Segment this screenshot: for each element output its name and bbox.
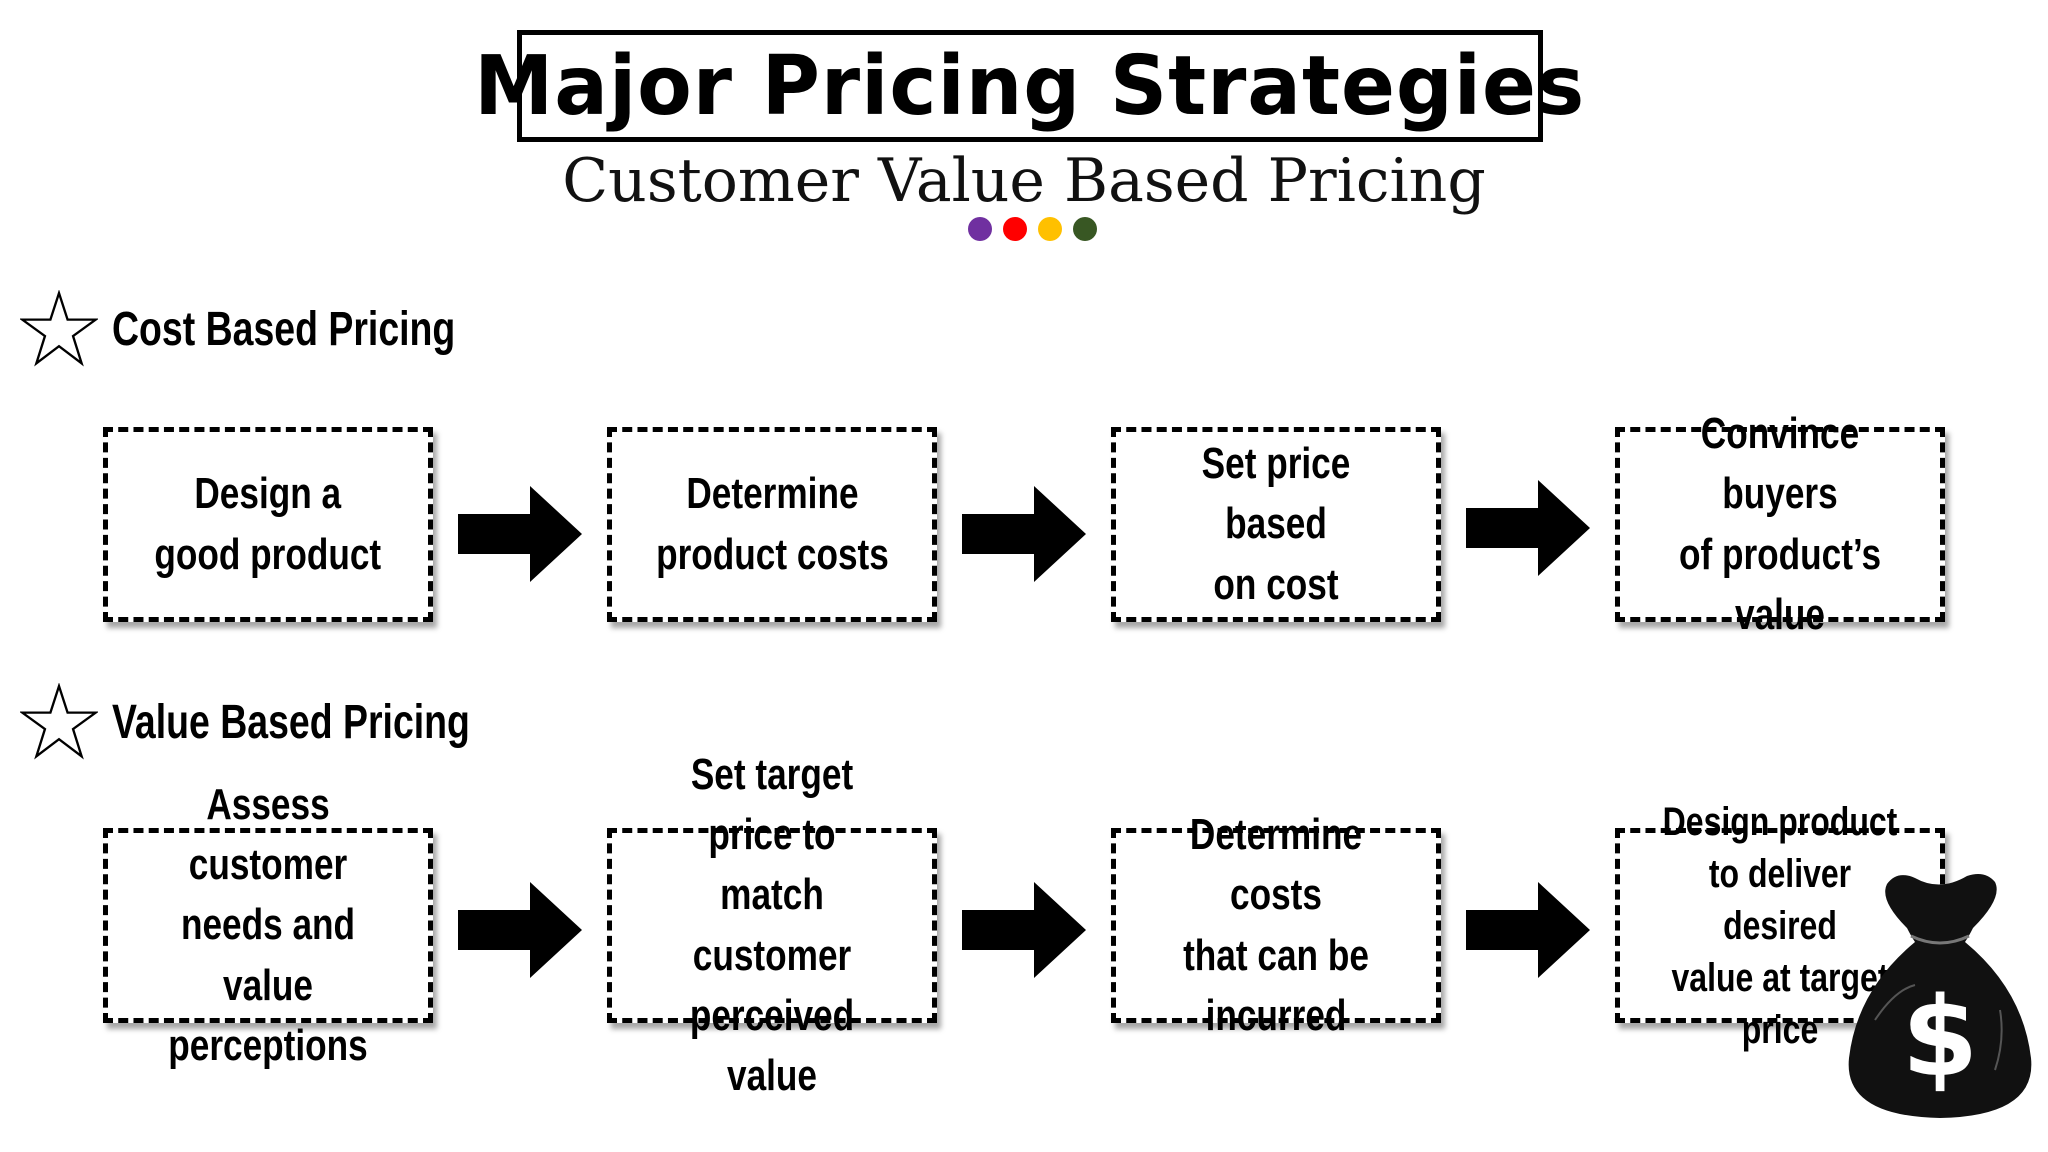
value-step-4: Design product to deliver desired value … (1615, 800, 1945, 1052)
value-step-3: Determine costs that can be incurred (1111, 810, 1441, 1040)
cost-step-2: Determine product costs (607, 427, 937, 622)
cost-step-3: Set price based on cost (1111, 427, 1441, 622)
section-header-value: Value Based Pricing (20, 683, 571, 761)
dot-purple (968, 217, 992, 241)
page-subtitle: Customer Value Based Pricing (562, 146, 1486, 216)
section-title-cost: Cost Based Pricing (112, 302, 456, 356)
dollar-sign: $ (1902, 973, 1979, 1101)
page-title: Major Pricing Strategies (474, 38, 1586, 134)
cost-step-2-label: Determine product costs (655, 469, 889, 579)
decorative-dots (968, 217, 1097, 241)
cost-step-4: Convince buyers of product’s value (1615, 409, 1945, 639)
money-bag-icon: $ (1845, 870, 2035, 1120)
value-step-3-label: Determine costs that can be incurred (1183, 809, 1369, 1040)
star-icon (20, 683, 98, 761)
dot-yellow (1038, 217, 1062, 241)
cost-step-4-label: Convince buyers of product’s value (1678, 408, 1882, 639)
arrow-right-icon (962, 486, 1086, 582)
value-step-2-label: Set target price to match customer perce… (689, 749, 855, 1101)
dot-green (1073, 217, 1097, 241)
value-step-1-label: Assess customer needs and value percepti… (168, 779, 368, 1070)
cost-step-1-label: Design a good product (154, 469, 382, 579)
arrow-right-icon (962, 882, 1086, 978)
section-title-value: Value Based Pricing (112, 695, 470, 749)
arrow-right-icon (458, 486, 582, 582)
value-step-4-label: Design product to deliver desired value … (1662, 799, 1898, 1052)
arrow-right-icon (1466, 882, 1590, 978)
star-icon (20, 290, 98, 368)
title-box: Major Pricing Strategies (474, 30, 1585, 142)
cost-step-1: Design a good product (103, 427, 433, 622)
value-step-2: Set target price to match customer perce… (607, 750, 937, 1100)
value-step-1: Assess customer needs and value percepti… (103, 780, 433, 1070)
section-header-cost: Cost Based Pricing (20, 290, 552, 368)
arrow-right-icon (1466, 480, 1590, 576)
dot-red (1003, 217, 1027, 241)
arrow-right-icon (458, 882, 582, 978)
cost-step-3-label: Set price based on cost (1201, 439, 1351, 609)
